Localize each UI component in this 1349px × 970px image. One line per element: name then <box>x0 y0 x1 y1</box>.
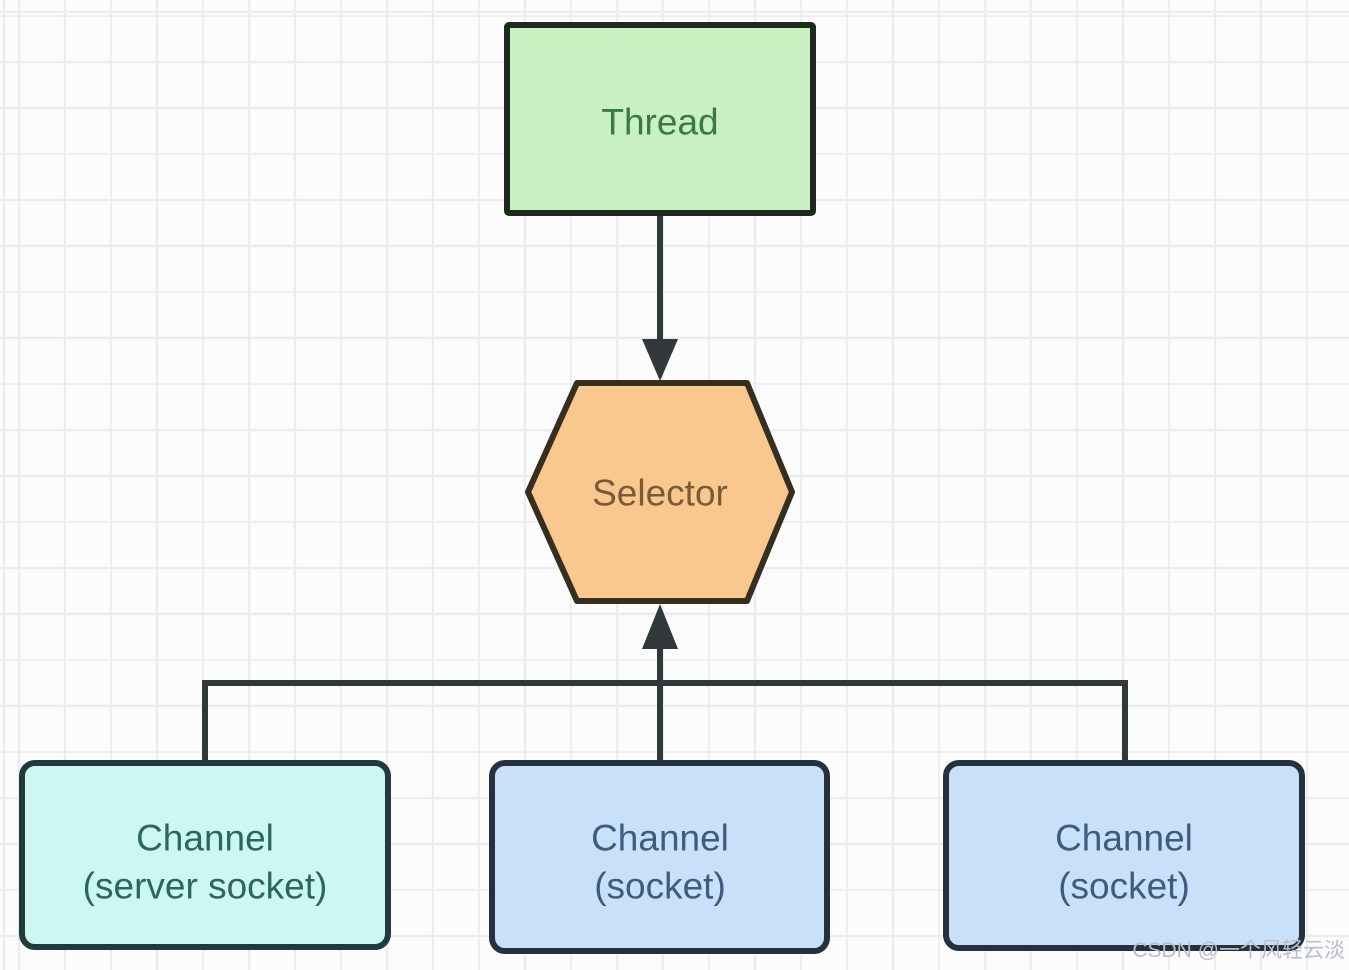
channel-socket-right-label-line1: Channel <box>1055 818 1193 859</box>
selector-hexagon <box>525 380 795 604</box>
channel-socket-right-box <box>943 760 1305 951</box>
node-channel-socket-left: Channel (socket) <box>489 760 830 954</box>
selector-label: Selector <box>592 473 728 514</box>
thread-label: Thread <box>601 102 718 143</box>
channel-socket-left-label-line2: (socket) <box>594 866 726 907</box>
node-selector: Selector <box>525 380 795 604</box>
edge-thread-to-selector <box>642 215 678 381</box>
channel-server-socket-label-line1: Channel <box>136 818 274 859</box>
channel-socket-left-box <box>489 760 830 954</box>
node-thread: Thread <box>504 22 816 216</box>
node-channel-socket-right: Channel (socket) <box>943 760 1305 951</box>
channel-server-socket-label-line2: (server socket) <box>83 866 328 907</box>
channel-socket-left-label-line1: Channel <box>591 818 729 859</box>
edge-channels-to-selector <box>202 604 1128 762</box>
channels-connector-line <box>202 680 1128 762</box>
arrowhead-up-icon <box>642 604 678 649</box>
channel-server-socket-box <box>19 760 391 950</box>
thread-box <box>504 22 816 216</box>
channel-socket-right-label-line2: (socket) <box>1058 866 1190 907</box>
node-channel-server-socket: Channel (server socket) <box>19 760 391 950</box>
arrowhead-down-icon <box>642 339 678 381</box>
watermark-text: CSDN @一个风轻云淡 <box>1132 939 1345 962</box>
